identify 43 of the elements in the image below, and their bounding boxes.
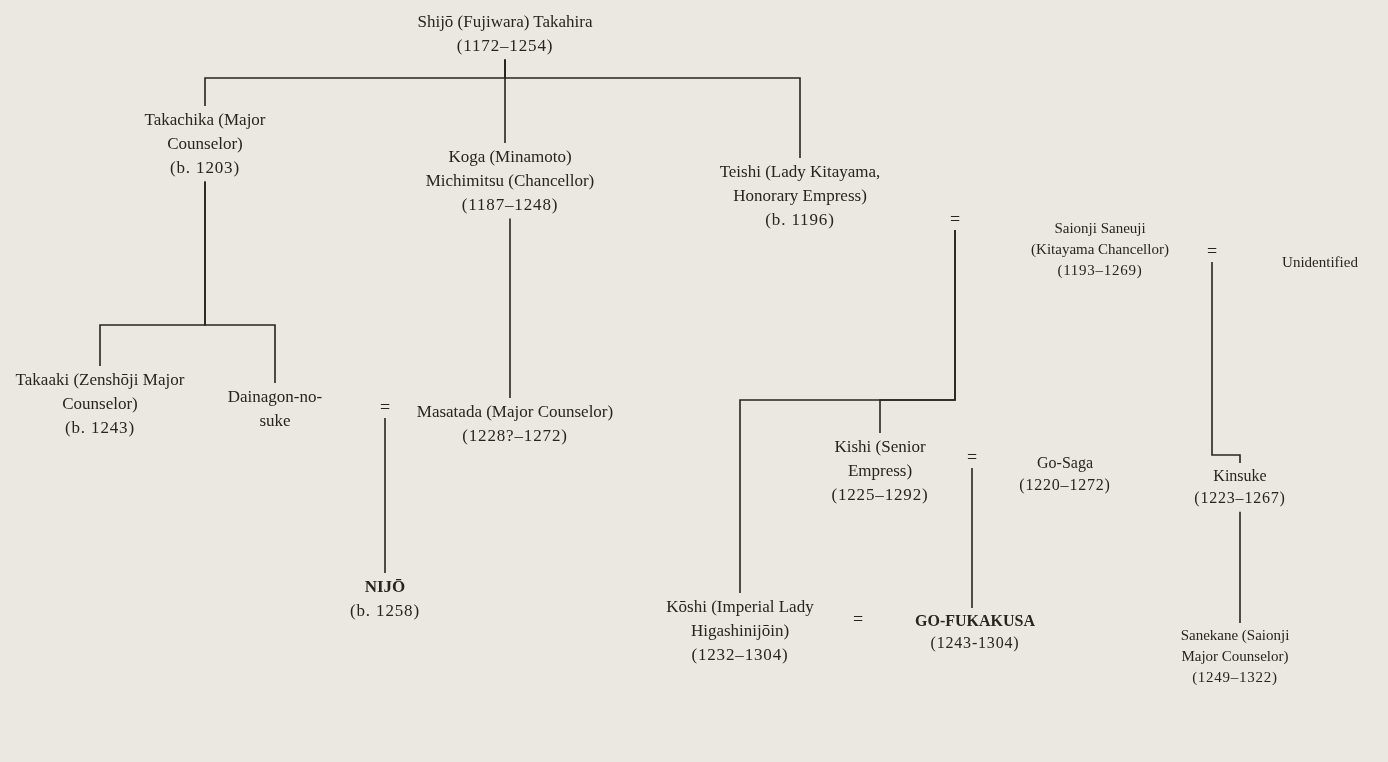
life-dates: (1225–1292) xyxy=(831,483,929,506)
marriage-sign: = xyxy=(379,398,391,416)
family-line xyxy=(971,467,973,609)
person-name: Saionji Saneuji (Kitayama Chancellor) xyxy=(1030,219,1170,259)
marriage-sign: = xyxy=(966,448,978,466)
life-dates: (1193–1269) xyxy=(1057,261,1143,280)
family-line xyxy=(1239,510,1241,624)
family-line xyxy=(509,217,511,399)
family-line xyxy=(739,229,956,594)
life-dates: (b. 1243) xyxy=(65,416,135,439)
marriage-sign: = xyxy=(852,610,864,628)
person-name: NIJŌ xyxy=(364,576,406,598)
person-name: Teishi (Lady Kitayama, Honorary Empress) xyxy=(718,161,882,207)
life-dates: (b. 1196) xyxy=(765,208,835,231)
person-name: Kinsuke xyxy=(1213,466,1267,486)
marriage-sign: = xyxy=(1206,242,1218,260)
person-name: GO-FUKAKUSA xyxy=(915,611,1035,631)
person-name: Kishi (Senior Empress) xyxy=(833,436,927,482)
person-name: Shijō (Fujiwara) Takahira xyxy=(417,11,593,33)
life-dates: (1220–1272) xyxy=(1019,475,1111,496)
person-name: Go-Saga xyxy=(1037,453,1093,474)
life-dates: (1223–1267) xyxy=(1194,488,1286,509)
person-name: Masatada (Major Counselor) xyxy=(416,401,614,423)
family-line xyxy=(1211,261,1241,464)
life-dates: (1232–1304) xyxy=(691,643,789,666)
marriage-sign: = xyxy=(949,210,961,228)
life-dates: (b. 1258) xyxy=(350,599,420,622)
life-dates: (b. 1203) xyxy=(170,156,240,179)
family-line xyxy=(504,58,801,159)
person-name: Kōshi (Imperial Lady Higashinijōin) xyxy=(665,596,815,642)
life-dates: (1243-1304) xyxy=(930,633,1020,654)
life-dates: (1172–1254) xyxy=(456,34,554,57)
family-line xyxy=(384,417,386,574)
person-name: Koga (Minamoto) Michimitsu (Chancellor) xyxy=(424,146,596,192)
life-dates: (1249–1322) xyxy=(1192,668,1278,687)
person-name: Takachika (Major Counselor) xyxy=(143,109,267,155)
person-name: Takaaki (Zenshōji Major Counselor) xyxy=(14,369,186,415)
life-dates: (1187–1248) xyxy=(461,193,559,216)
life-dates: (1228?–1272) xyxy=(462,424,568,447)
person-name: Dainagon-no-suke xyxy=(226,386,324,432)
family-line xyxy=(204,180,276,384)
person-name: Unidentified xyxy=(1282,253,1358,272)
person-name: Sanekane (Saionji Major Counselor) xyxy=(1179,626,1291,666)
